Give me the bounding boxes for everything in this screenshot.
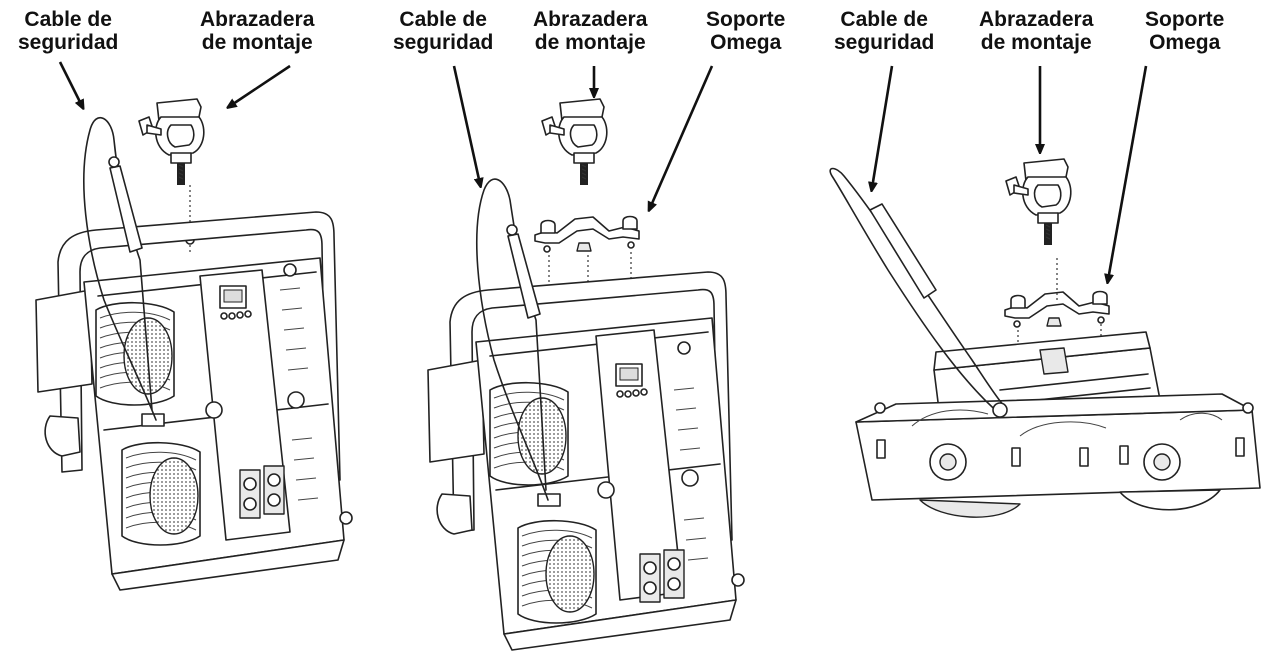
panel1-fixture <box>35 98 353 591</box>
panel2-fixture <box>427 98 745 651</box>
panel3-fixture <box>829 158 1261 518</box>
pointer-arrows <box>58 61 1148 280</box>
